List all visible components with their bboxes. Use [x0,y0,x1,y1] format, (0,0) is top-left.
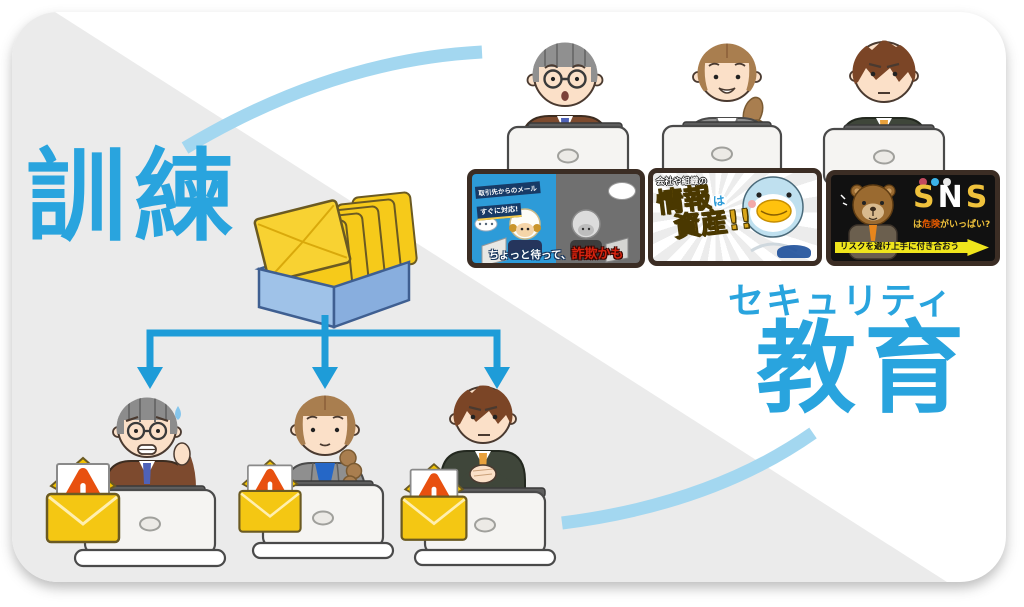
trainee-young-man [402,385,557,567]
video3-subtitle-emphasis: 危険 [922,220,941,230]
video3-subtitle: は危険がいっぱい? [913,217,990,230]
sweat-drop-icon [175,406,181,420]
video-thumbnail-information-asset: 会社や組織の 情報は 資産!! [648,168,822,266]
video1-header-line1: 取引先からのメール [474,181,541,199]
penguin-character-icon [742,176,804,253]
messy-brown-hair [852,40,916,86]
video3-title-s2: S [965,180,991,215]
sheep-character-icon [474,208,542,263]
video1-header-text: 取引先からのメール すぐに対応! [474,175,542,221]
viewer-woman [661,43,783,184]
security-label: セキュリティ [728,281,954,322]
trainee-elder-man [47,397,227,568]
social-media-icons [919,178,951,186]
video3-title-n: N [937,180,966,215]
video1-right-panel [556,174,640,263]
social-icon-1 [919,178,927,186]
video3-subtitle-post: がいっぱい? [940,220,991,230]
messy-brown-hair [453,385,513,428]
video-thumbnail-phishing: 取引先からのメール すぐに対応! ちょっと待って、詐欺かも [467,169,645,268]
arrowheads [137,367,510,389]
organization-emblem-icon [777,245,811,258]
video2-corner-label: 会社や組織の [656,177,708,187]
viewer-elder-man [506,42,630,187]
rounded-card-background: 訓練 セキュリティ 教育 [12,12,1006,582]
open-envelope-icon [253,199,352,283]
video-thumbnail-sns-risk: SNS は危険がいっぱい? リスクを避け上手に付き合おう [826,170,1000,266]
education-label: 教育 [756,310,972,427]
flow-arc-bottom [561,427,817,530]
social-icon-3 [943,178,951,186]
speech-bubble-icon [608,182,636,200]
video1-caption: ちょっと待って、詐欺かも [472,243,640,262]
viewer-young-man [822,40,946,187]
gray-hair [116,397,178,434]
mail-tray-icon [253,191,418,329]
video3-subtitle-pre: は [913,220,923,230]
flow-arc-top [181,45,483,154]
video1-caption-prefix: ちょっと待って、 [488,249,572,261]
video3-title: SNS [913,183,990,213]
sheep-character-gray-icon [570,209,629,263]
video1-caption-emphasis: 詐欺かも [571,247,624,262]
social-icon-2 [931,178,939,186]
video3-arrow-banner: リスクを避け上手に付き合おう [835,239,989,256]
distribution-arrows [146,315,501,370]
video2-title: 情報は 資産!! [654,181,754,244]
scene-artwork [12,40,946,568]
training-label: 訓練 [26,138,242,255]
video3-title-s1: S [913,180,938,215]
trainee-woman [239,395,395,560]
